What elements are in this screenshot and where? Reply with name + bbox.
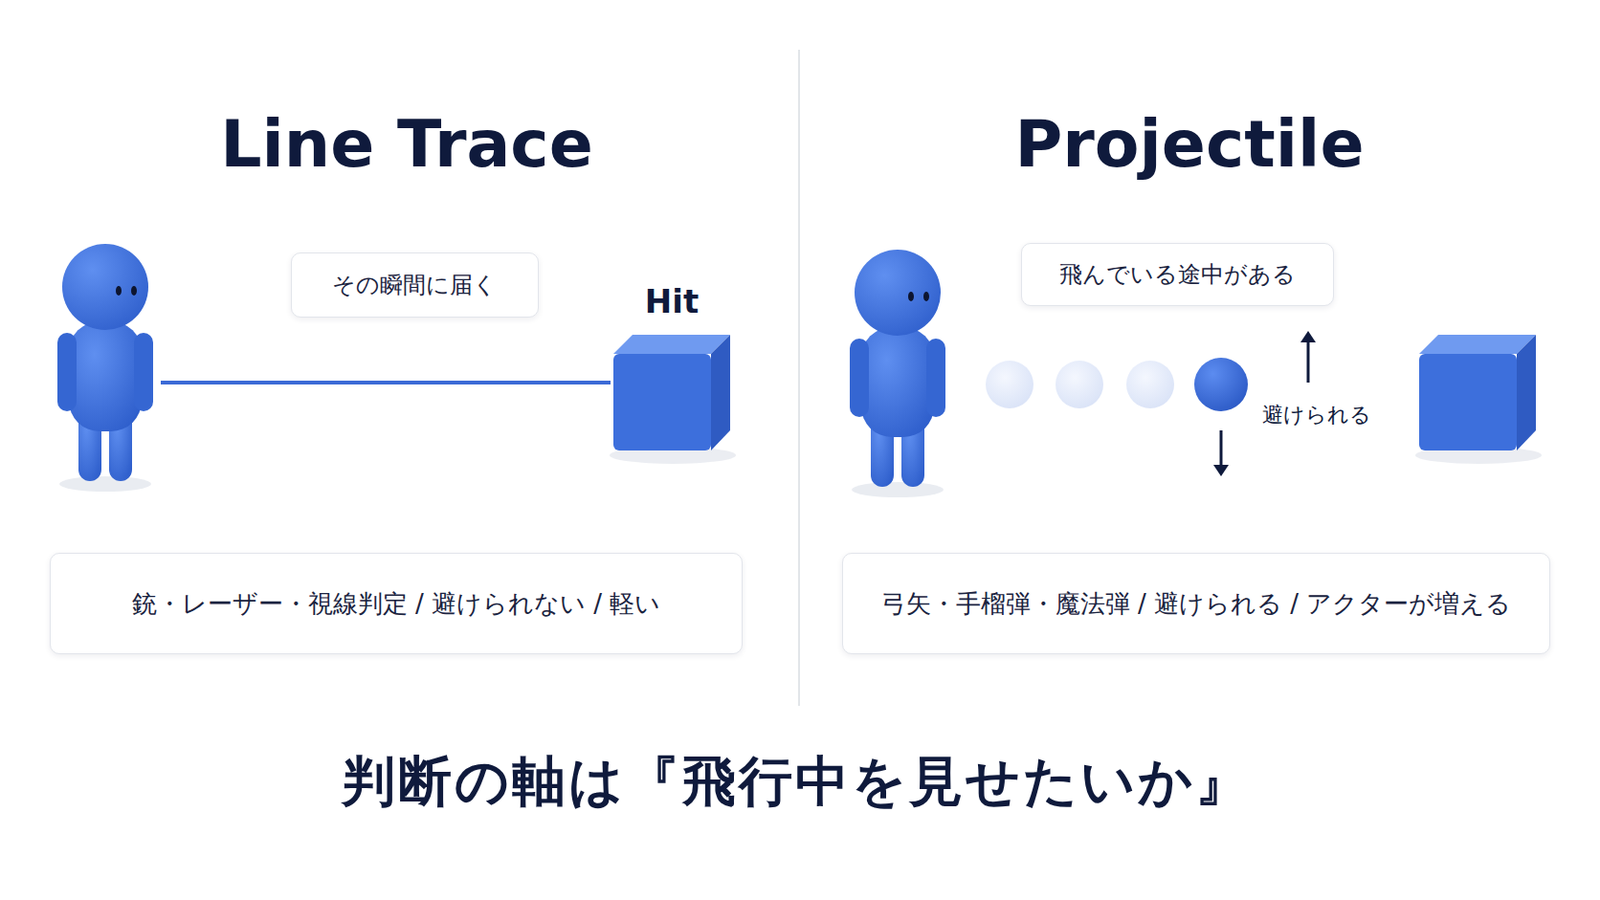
box-text: その瞬間に届く	[332, 269, 497, 301]
dodge-label: 避けられる	[1262, 400, 1372, 430]
callout-box: その瞬間に届く	[290, 252, 539, 318]
box-text: 飛んでいる途中がある	[1059, 259, 1296, 290]
box-text: 弓矢・手榴弾・魔法弾 / 避けられる / アクターが増える	[881, 587, 1512, 622]
summary-box: 弓矢・手榴弾・魔法弾 / 避けられる / アクターが増える	[842, 553, 1551, 655]
summary-box: 銃・レーザー・視線判定 / 避けられない / 軽い	[49, 553, 743, 655]
box-text: 銃・レーザー・視線判定 / 避けられない / 軽い	[132, 587, 662, 622]
section-heading: Projectile	[1014, 106, 1364, 182]
caption: 判断の軸は『飛行中を見せたいか』	[341, 746, 1252, 820]
callout-box: 飛んでいる途中がある	[1021, 243, 1334, 307]
section-heading: Line Trace	[220, 106, 594, 182]
hit-label: Hit	[644, 282, 699, 321]
